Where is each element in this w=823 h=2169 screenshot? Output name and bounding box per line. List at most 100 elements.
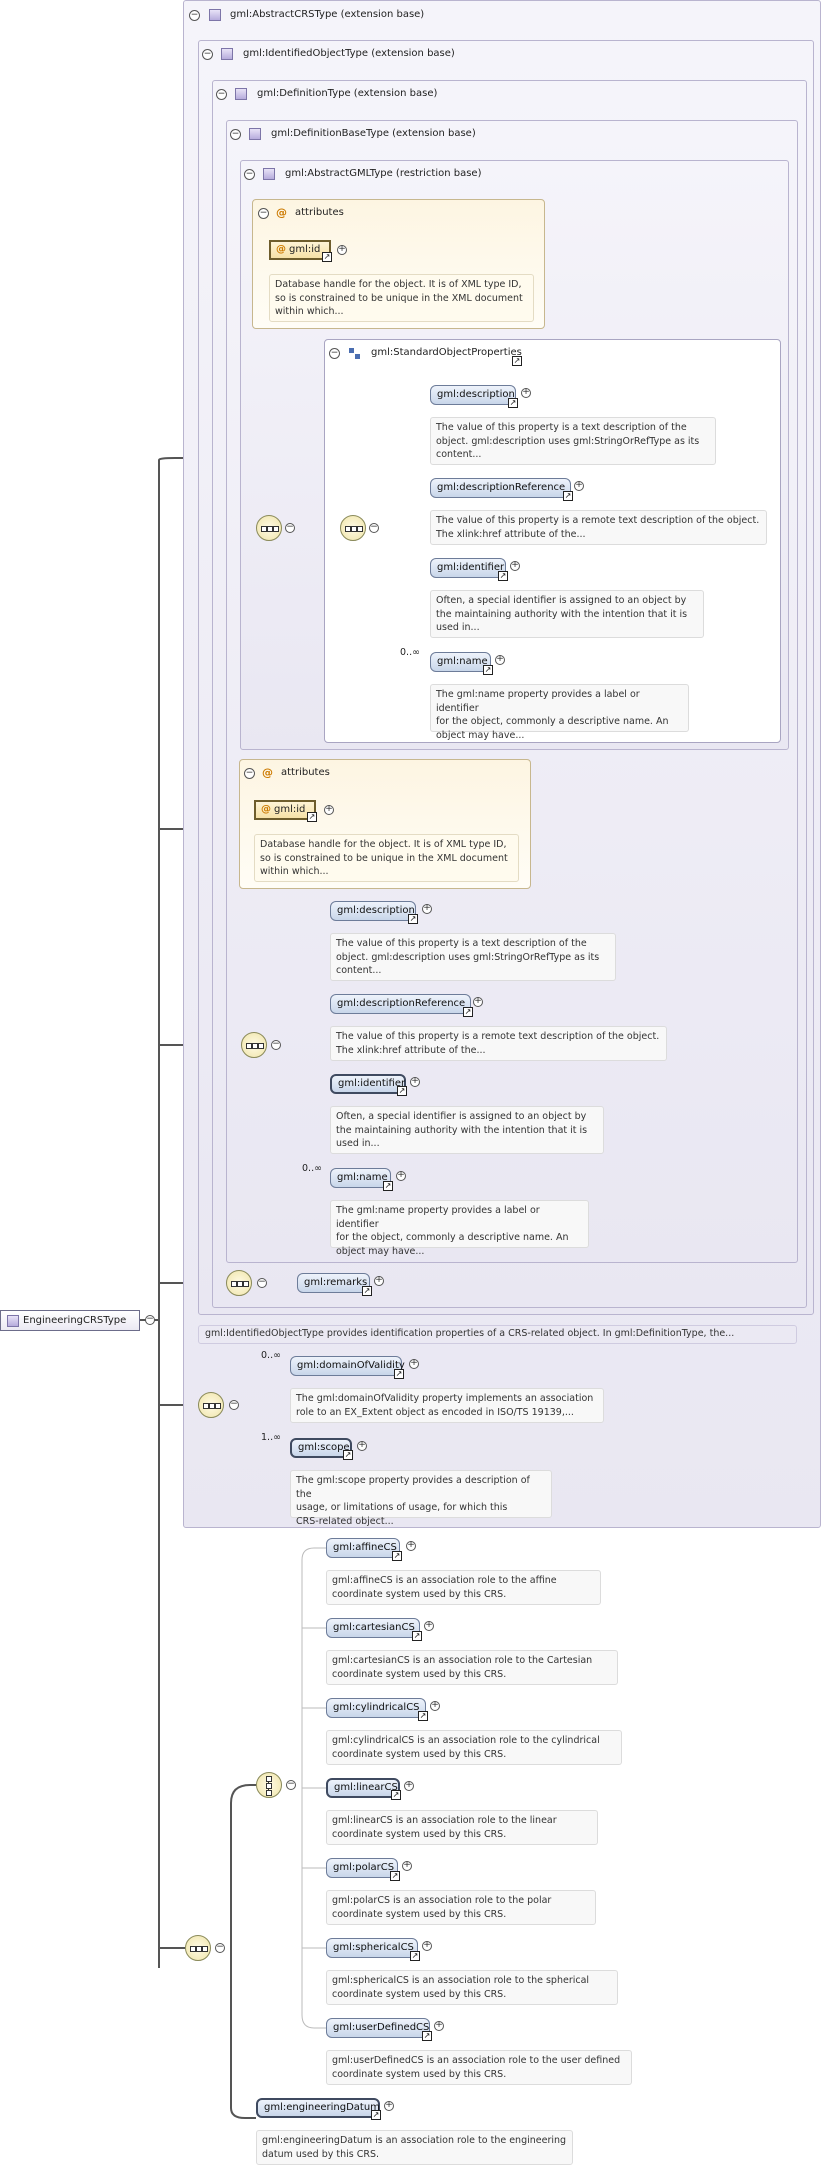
- element-description: gml:cylindricalCS is an association role…: [326, 1730, 622, 1765]
- minus-circle-icon[interactable]: −: [244, 169, 255, 180]
- element-label: gml:userDefinedCS: [333, 2022, 430, 2033]
- arrow-link-icon[interactable]: ↗: [412, 1631, 422, 1641]
- minus-circle-icon[interactable]: −: [189, 10, 200, 21]
- plus-circle-icon[interactable]: +: [374, 1275, 384, 1286]
- plus-circle-icon[interactable]: +: [473, 996, 483, 1007]
- minus-circle-icon[interactable]: −: [286, 1779, 296, 1790]
- arrow-link-icon[interactable]: ↗: [394, 1369, 404, 1379]
- arrow-link-icon[interactable]: ↗: [397, 1086, 407, 1096]
- name-element[interactable]: gml:name↗: [330, 1168, 393, 1191]
- arrow-link-icon[interactable]: ↗: [383, 1181, 393, 1191]
- sequence-icon: [226, 1270, 252, 1296]
- arrow-link-icon[interactable]: ↗: [391, 1790, 401, 1800]
- plus-circle-icon[interactable]: +: [574, 480, 584, 491]
- complex-type-icon: [209, 9, 221, 21]
- minus-circle-icon[interactable]: −: [215, 1942, 225, 1953]
- arrow-link-icon[interactable]: ↗: [307, 812, 317, 822]
- name-element[interactable]: gml:name↗: [430, 652, 493, 675]
- complex-type-icon: [7, 1315, 19, 1327]
- minus-circle-icon[interactable]: −: [258, 208, 269, 219]
- arrow-link-icon[interactable]: ↗: [498, 571, 508, 581]
- plus-circle-icon[interactable]: +: [422, 1940, 432, 1951]
- minus-circle-icon[interactable]: −: [257, 1277, 267, 1288]
- cs-element[interactable]: gml:userDefinedCS↗: [326, 2018, 432, 2041]
- plus-circle-icon[interactable]: +: [324, 804, 334, 815]
- element-description: gml:userDefinedCS is an association role…: [326, 2050, 632, 2085]
- minus-circle-icon[interactable]: −: [244, 768, 255, 779]
- scope-element[interactable]: gml:scope↗: [290, 1438, 353, 1460]
- plus-circle-icon[interactable]: +: [406, 1540, 416, 1551]
- description-element[interactable]: gml:description↗: [430, 385, 518, 408]
- plus-circle-icon[interactable]: +: [422, 903, 432, 914]
- arrow-link-icon[interactable]: ↗: [410, 1951, 420, 1961]
- plus-circle-icon[interactable]: +: [510, 560, 520, 571]
- plus-circle-icon[interactable]: +: [495, 654, 505, 665]
- cs-element[interactable]: gml:affineCS↗: [326, 1538, 402, 1561]
- minus-circle-icon[interactable]: −: [202, 49, 213, 60]
- arrow-link-icon[interactable]: ↗: [508, 398, 518, 408]
- sequence-icon: [198, 1392, 224, 1418]
- arrow-link-icon[interactable]: ↗: [422, 2031, 432, 2041]
- arrow-link-icon[interactable]: ↗: [512, 356, 522, 366]
- element-description: The value of this property is a text des…: [330, 933, 616, 981]
- minus-circle-icon[interactable]: −: [216, 89, 227, 100]
- occurs-label: 0..∞: [302, 1163, 322, 1174]
- sequence-icon: [185, 1935, 211, 1961]
- root-element[interactable]: EngineeringCRSType: [0, 1310, 140, 1331]
- plus-circle-icon[interactable]: +: [410, 1076, 420, 1087]
- cs-element[interactable]: gml:cylindricalCS↗: [326, 1698, 428, 1721]
- arrow-link-icon[interactable]: ↗: [463, 1007, 473, 1017]
- remarks-element[interactable]: gml:remarks↗: [297, 1273, 372, 1296]
- cs-element[interactable]: gml:polarCS↗: [326, 1858, 400, 1881]
- minus-circle-icon[interactable]: −: [271, 1039, 281, 1050]
- cs-element[interactable]: gml:sphericalCS↗: [326, 1938, 420, 1961]
- plus-circle-icon[interactable]: +: [396, 1170, 406, 1181]
- arrow-link-icon[interactable]: ↗: [343, 1450, 353, 1460]
- element-label: gml:domainOfValidity: [297, 1360, 405, 1371]
- minus-circle-icon[interactable]: −: [229, 1399, 239, 1410]
- minus-circle-icon[interactable]: −: [145, 1314, 155, 1325]
- occurs-label: 1..∞: [261, 1432, 281, 1443]
- arrow-link-icon[interactable]: ↗: [371, 2110, 381, 2120]
- minus-circle-icon[interactable]: −: [230, 129, 241, 140]
- arrow-link-icon[interactable]: ↗: [418, 1711, 428, 1721]
- plus-circle-icon[interactable]: +: [402, 1860, 412, 1871]
- plus-circle-icon[interactable]: +: [434, 2020, 444, 2031]
- engineering-datum-element[interactable]: gml:engineeringDatum↗: [256, 2098, 381, 2120]
- plus-circle-icon[interactable]: +: [521, 387, 531, 398]
- minus-circle-icon[interactable]: −: [285, 522, 295, 533]
- cs-element[interactable]: gml:linearCS↗: [326, 1778, 401, 1800]
- gml-id-attribute[interactable]: @gml:id↗: [269, 240, 332, 262]
- cs-element[interactable]: gml:cartesianCS↗: [326, 1618, 422, 1641]
- attr-name: gml:id: [274, 804, 306, 815]
- description-reference-element[interactable]: gml:descriptionReference↗: [330, 994, 473, 1017]
- arrow-link-icon[interactable]: ↗: [390, 1871, 400, 1881]
- occurs-label: 0..∞: [400, 647, 420, 658]
- arrow-link-icon[interactable]: ↗: [563, 491, 573, 501]
- domain-of-validity-element[interactable]: gml:domainOfValidity↗: [290, 1356, 405, 1379]
- minus-circle-icon[interactable]: −: [329, 348, 340, 359]
- at-icon: @: [262, 766, 273, 779]
- gml-id-attribute[interactable]: @gml:id↗: [254, 800, 317, 822]
- arrow-link-icon[interactable]: ↗: [362, 1286, 372, 1296]
- arrow-link-icon[interactable]: ↗: [483, 665, 493, 675]
- plus-circle-icon[interactable]: +: [357, 1440, 367, 1451]
- description-reference-element[interactable]: gml:descriptionReference↗: [430, 478, 573, 501]
- element-description: The gml:scope property provides a descri…: [290, 1470, 552, 1527]
- arrow-link-icon[interactable]: ↗: [322, 252, 332, 262]
- type-label: gml:DefinitionBaseType (extension base): [271, 128, 476, 139]
- plus-circle-icon[interactable]: +: [384, 2100, 394, 2111]
- identifier-element[interactable]: gml:identifier↗: [430, 558, 508, 581]
- plus-circle-icon[interactable]: +: [409, 1358, 419, 1369]
- plus-circle-icon[interactable]: +: [404, 1780, 414, 1791]
- type-label: gml:DefinitionType (extension base): [257, 88, 438, 99]
- identifier-element[interactable]: gml:identifier↗: [330, 1074, 407, 1096]
- minus-circle-icon[interactable]: −: [369, 522, 379, 533]
- arrow-link-icon[interactable]: ↗: [392, 1551, 402, 1561]
- plus-circle-icon[interactable]: +: [430, 1700, 440, 1711]
- plus-circle-icon[interactable]: +: [337, 244, 347, 255]
- plus-circle-icon[interactable]: +: [424, 1620, 434, 1631]
- arrow-link-icon[interactable]: ↗: [408, 914, 418, 924]
- description-element[interactable]: gml:description↗: [330, 901, 418, 924]
- attribute-description: Database handle for the object. It is of…: [269, 274, 534, 322]
